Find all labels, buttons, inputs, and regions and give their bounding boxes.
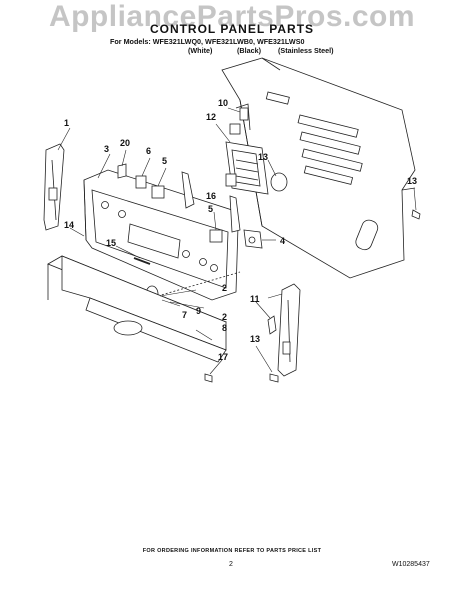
callout-5-upper: 5 <box>162 156 168 166</box>
bracket-lower <box>229 195 241 233</box>
clip <box>267 315 277 335</box>
callout-2-upper: 2 <box>222 283 228 293</box>
left-end-cap <box>43 143 65 231</box>
clock-switch <box>135 175 147 189</box>
models-line: For Models: WFE321LWQ0, WFE321LWB0, WFE3… <box>110 37 305 46</box>
bracket-20 <box>117 163 127 179</box>
overlay <box>133 257 151 265</box>
screw-right <box>411 209 421 220</box>
callout-6: 6 <box>146 146 152 156</box>
watermark: AppliancePartsPros.com <box>48 0 416 33</box>
diagram-title: CONTROL PANEL PARTS <box>149 22 315 36</box>
callout-7: 7 <box>182 310 188 320</box>
board-knob <box>270 172 288 192</box>
callout-13-right: 13 <box>407 176 418 186</box>
callout-14: 14 <box>64 220 75 230</box>
callout-8: 8 <box>222 323 228 333</box>
bracket-upper <box>181 171 195 209</box>
variant-white: (White) <box>188 46 213 55</box>
callout-16: 16 <box>206 191 217 201</box>
page-number: 2 <box>229 561 233 568</box>
switch-lower <box>209 229 223 243</box>
wire-harness <box>235 103 251 131</box>
screw-17 <box>204 373 213 383</box>
callout-12: 12 <box>206 112 217 122</box>
callout-2-lower: 2 <box>222 312 228 322</box>
callout-15: 15 <box>106 238 117 248</box>
electronic-control-board <box>225 123 269 195</box>
rear-console-panel <box>221 57 416 279</box>
callout-9: 9 <box>196 306 202 316</box>
callout-20: 20 <box>120 138 131 148</box>
callout-13-bottom: 13 <box>250 334 261 344</box>
callout-4: 4 <box>280 236 286 246</box>
callout-5-lower: 5 <box>208 204 214 214</box>
screw-bottom <box>269 373 279 383</box>
callout-17: 17 <box>218 352 229 362</box>
switch-upper <box>151 185 165 199</box>
callout-10: 10 <box>218 98 229 108</box>
variant-black: (Black) <box>237 46 261 55</box>
callout-13-board: 13 <box>258 152 269 162</box>
document-number: W10285437 <box>392 561 430 568</box>
variant-stainless: (Stainless Steel) <box>278 46 334 55</box>
infinite-switch <box>243 229 263 249</box>
callout-3: 3 <box>104 144 110 154</box>
right-end-cap <box>277 283 301 377</box>
callout-11: 11 <box>250 294 260 304</box>
control-panel <box>83 169 239 301</box>
ordering-note: FOR ORDERING INFORMATION REFER TO PARTS … <box>142 548 322 554</box>
manifold-panel <box>47 255 227 363</box>
callout-1: 1 <box>64 118 70 128</box>
